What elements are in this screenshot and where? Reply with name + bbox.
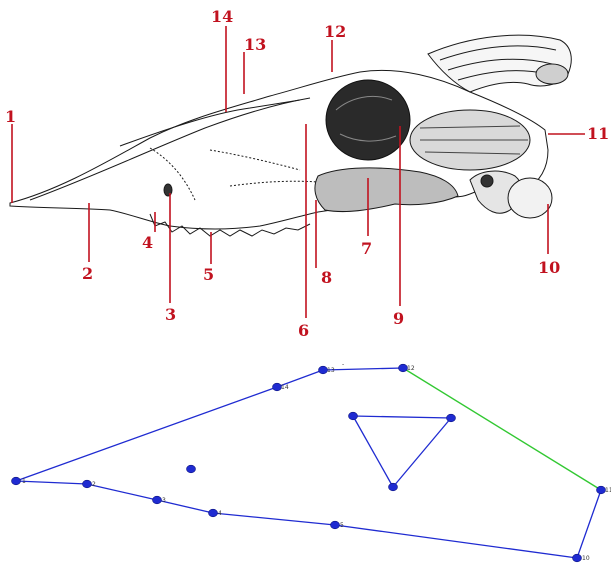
node: [209, 509, 218, 517]
foramen: [481, 175, 493, 187]
edge-6-7: [577, 490, 601, 558]
graph-node-tags: 1 2 3 4 5 10 11 12 13 14 -: [22, 361, 611, 562]
suture-2: [210, 150, 300, 170]
edge-tri-b: [393, 418, 451, 487]
edge-4-5: [213, 513, 335, 525]
node-tag: 4: [218, 510, 222, 517]
graph-nodes: [12, 364, 606, 562]
node: [349, 412, 358, 420]
label-4: 4: [142, 233, 153, 252]
node-tag: 12: [407, 365, 415, 372]
label-14: 14: [211, 7, 233, 26]
label-6: 6: [298, 321, 309, 340]
isolated-node: [187, 465, 196, 473]
label-3: 3: [165, 305, 176, 324]
suture-1: [150, 148, 195, 200]
suture-3: [230, 181, 318, 186]
edge-8-9: [323, 368, 403, 370]
label-11: 11: [587, 124, 609, 143]
node: [331, 521, 340, 529]
node-tag: 5: [340, 522, 344, 529]
landmark-graph: 1 2 3 4 5 10 11 12 13 14 -: [12, 361, 611, 562]
label-5: 5: [203, 265, 214, 284]
node: [573, 554, 582, 562]
top-mark: -: [342, 361, 344, 368]
label-7: 7: [361, 239, 372, 258]
node-tag: 14: [281, 384, 289, 391]
label-8: 8: [321, 268, 332, 287]
node-tag: 1: [22, 478, 26, 485]
node-tag: 3: [162, 497, 166, 504]
graph-edges: [16, 368, 601, 558]
node: [447, 414, 456, 422]
edge-2-3: [87, 484, 157, 500]
node-tag: 2: [92, 481, 96, 488]
label-1: 1: [5, 107, 16, 126]
horn-cross-section: [536, 64, 568, 84]
edge-tri-a: [353, 416, 451, 418]
node: [83, 480, 92, 488]
orbit: [326, 80, 410, 160]
label-12: 12: [324, 22, 346, 41]
node-tag: 13: [327, 367, 335, 374]
label-13: 13: [244, 35, 266, 54]
edge-10-1: [16, 387, 277, 481]
label-9: 9: [393, 309, 404, 328]
edge-tri-c: [353, 416, 393, 487]
label-2: 2: [82, 264, 93, 283]
node-tag: 11: [605, 487, 611, 494]
edge-1-2: [16, 481, 87, 484]
sheep-skull-illustration: [10, 35, 571, 236]
node: [153, 496, 162, 504]
highlight-edge: [403, 368, 601, 490]
label-10: 10: [538, 258, 560, 277]
node-tag: 10: [582, 555, 590, 562]
occipital-condyle: [508, 178, 552, 218]
zygomatic-arch: [315, 168, 458, 212]
edge-5-6: [335, 525, 577, 558]
node: [389, 483, 398, 491]
tooth-row: [150, 214, 310, 236]
node: [12, 477, 21, 485]
